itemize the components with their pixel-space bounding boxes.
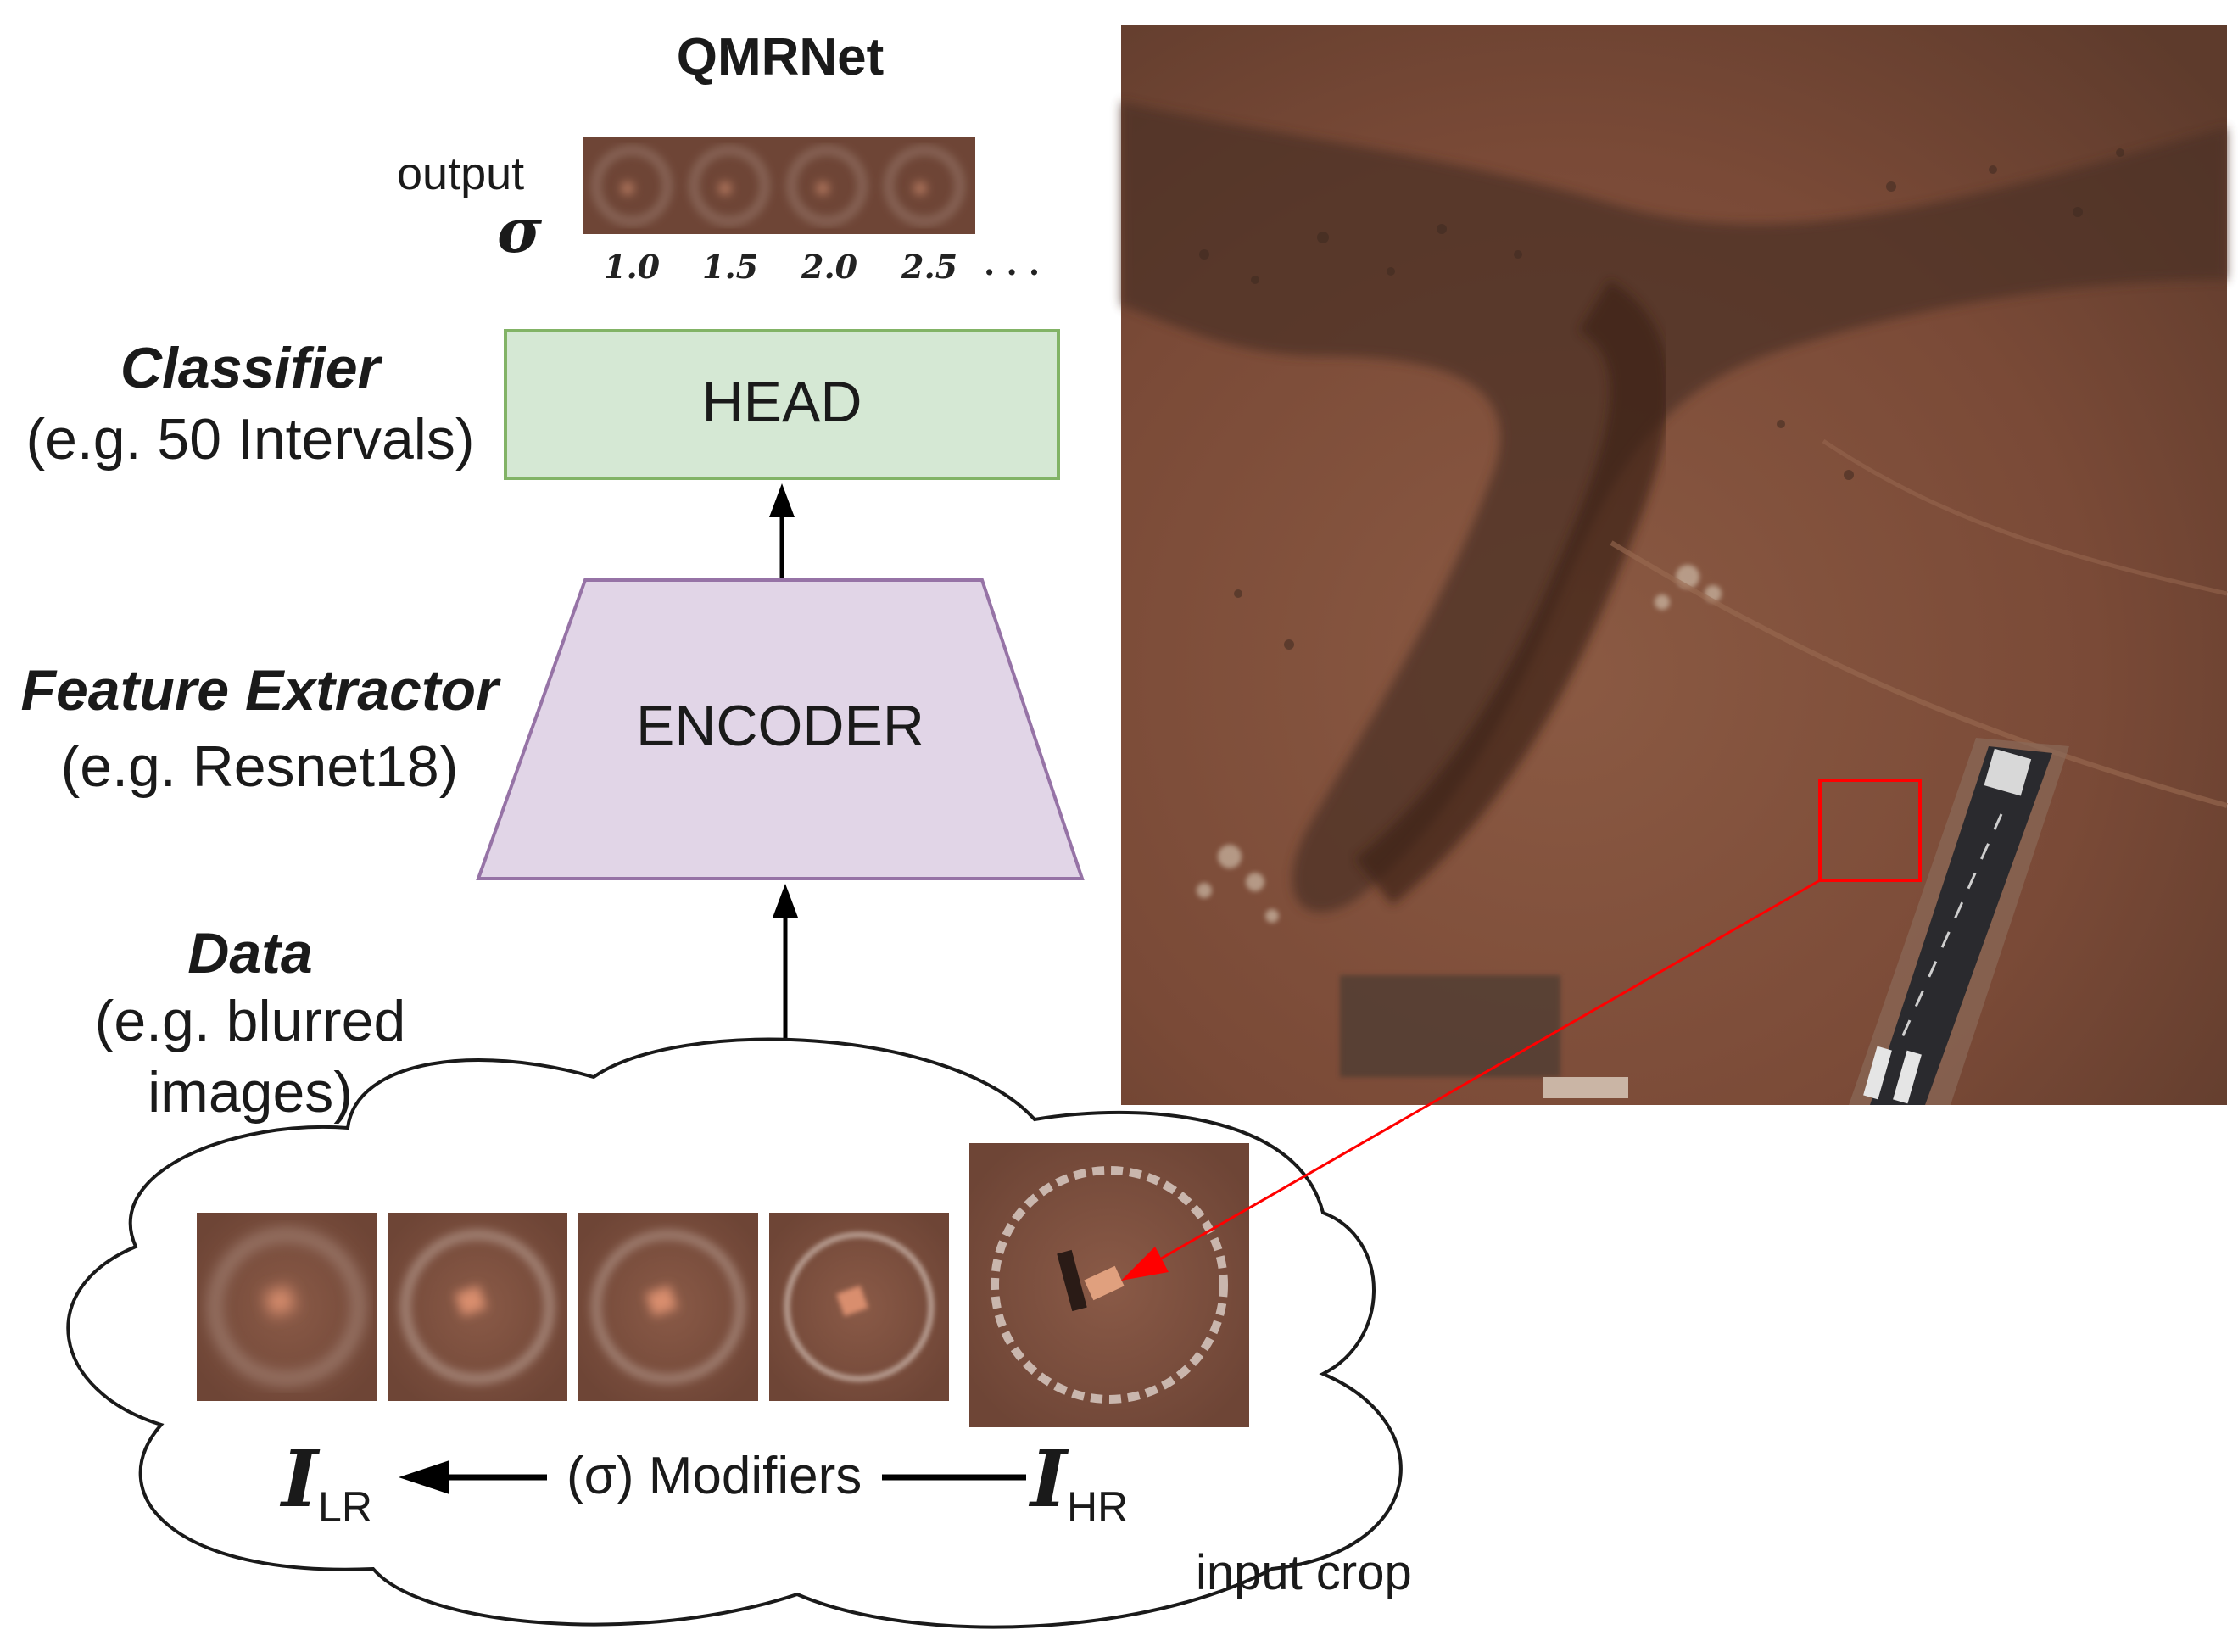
lr-letter: I	[282, 1433, 319, 1525]
satellite-image	[1121, 25, 2228, 1105]
feature-extractor-heading: Feature Extractor	[20, 658, 499, 723]
sigma-value-1: 1.0	[604, 248, 661, 286]
sigma-value-2: 1.5	[702, 248, 759, 286]
encoder-trapezoid	[476, 578, 1085, 880]
sigma-symbol: σ	[497, 194, 543, 266]
encoder-label: ENCODER	[635, 694, 925, 758]
lr-crop-strip	[197, 1213, 949, 1401]
hr-subscript: HR	[1067, 1483, 1129, 1531]
runway	[1849, 738, 2069, 1105]
hr-crop	[969, 1143, 1249, 1427]
output-label: output	[397, 148, 525, 199]
sigma-value-4: 2.5	[901, 248, 958, 286]
crop-connector-arrow	[1144, 879, 1821, 1270]
output-strip	[583, 137, 975, 234]
hr-symbol: IHR	[1030, 1440, 1128, 1528]
lr-symbol: ILR	[282, 1440, 372, 1528]
feature-extractor-note: (e.g. Resnet18)	[60, 734, 459, 799]
head-box	[504, 329, 1060, 480]
classifier-heading: Classifier	[120, 336, 381, 400]
modifiers-label: (σ) Modifiers	[566, 1447, 862, 1505]
data-heading: Data	[187, 921, 313, 985]
data-note-line1: (e.g. blurred	[94, 989, 406, 1053]
sigma-ellipsis: . . .	[984, 244, 1041, 282]
lr-subscript: LR	[318, 1483, 372, 1531]
diagram-title: QMRNet	[676, 28, 885, 87]
hr-letter: I	[1030, 1433, 1068, 1525]
data-note-line2: images)	[148, 1060, 353, 1125]
crop-highlight-box	[1818, 779, 1922, 882]
sigma-value-3: 2.0	[801, 248, 858, 286]
classifier-note: (e.g. 50 Intervals)	[25, 407, 475, 472]
head-label: HEAD	[701, 370, 862, 434]
input-crop-label: input crop	[1196, 1545, 1412, 1600]
